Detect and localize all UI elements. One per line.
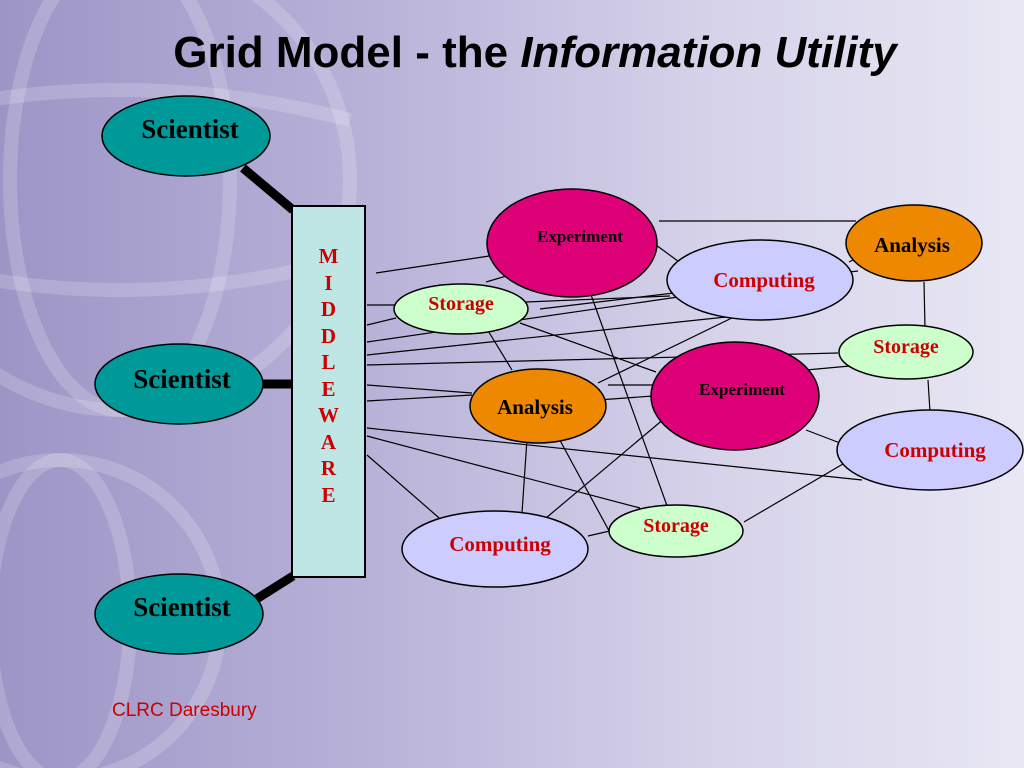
link <box>366 384 473 394</box>
link <box>521 438 528 514</box>
link <box>555 432 615 541</box>
link <box>366 454 447 525</box>
link <box>927 379 931 413</box>
storage-left-label: Storage <box>428 293 494 315</box>
middleware-letter: E <box>321 482 336 507</box>
node-storage-bottom: Storage <box>608 504 744 558</box>
node-experiment-top: Experiment <box>486 188 658 298</box>
node-storage-left: Storage <box>393 283 529 335</box>
middleware-letter: A <box>320 429 337 454</box>
node-storage-right: Storage <box>838 324 974 380</box>
connector-scientist-top <box>240 164 296 214</box>
network-links <box>366 220 931 541</box>
link <box>486 328 513 371</box>
experiment-mid-label: Experiment <box>699 380 785 399</box>
node-computing-right: Computing <box>836 409 1024 491</box>
computing-bottom-label: Computing <box>449 532 551 556</box>
link <box>743 453 861 523</box>
node-experiment-mid: Experiment <box>650 341 820 451</box>
middleware-label: M I D D L E W A R E <box>293 243 364 508</box>
link <box>366 435 641 509</box>
storage-right-label: Storage <box>873 336 939 358</box>
link <box>597 395 654 401</box>
storage-bottom-label: Storage <box>643 515 709 537</box>
node-scientist-mid: Scientist <box>94 343 264 425</box>
footer-text: CLRC Daresbury <box>112 700 257 721</box>
link <box>366 427 863 481</box>
link <box>597 314 739 384</box>
link <box>923 281 926 329</box>
scientist-top-label: Scientist <box>141 114 239 144</box>
middleware-letter: R <box>320 456 337 480</box>
middleware-letter: I <box>324 270 333 295</box>
node-scientist-bottom: Scientist <box>94 573 264 655</box>
link <box>375 254 497 274</box>
link <box>525 295 671 303</box>
link <box>519 322 657 373</box>
link <box>805 365 851 371</box>
middleware-letter: D <box>320 297 337 321</box>
experiment-top-label: Experiment <box>537 227 623 246</box>
link <box>589 291 671 515</box>
node-computing-bottom: Computing <box>401 510 589 588</box>
slide-title: Grid Model - the Information Utility <box>0 28 1024 78</box>
middleware-letter: D <box>320 323 337 348</box>
computing-top-label: Computing <box>713 268 815 292</box>
title-main: Grid Model - the <box>173 28 521 77</box>
link <box>366 394 473 402</box>
middleware-letter: M <box>318 244 339 268</box>
node-computing-top: Computing <box>666 239 854 321</box>
node-analysis-center: Analysis <box>469 368 607 444</box>
link <box>366 314 746 356</box>
scientist-mid-label: Scientist <box>133 364 231 394</box>
link <box>805 429 841 444</box>
analysis-center-label: Analysis <box>497 395 573 419</box>
node-analysis-top-right: Analysis <box>845 204 983 282</box>
scientist-connectors <box>240 164 296 604</box>
title-italic: Information Utility <box>520 28 897 77</box>
scientist-bottom-label: Scientist <box>133 592 231 622</box>
link <box>545 417 666 519</box>
analysis-top-right-label: Analysis <box>874 233 950 257</box>
middleware-letter: W <box>318 403 339 427</box>
link <box>366 317 397 326</box>
connector-scientist-bottom <box>252 572 296 604</box>
middleware-letter: L <box>321 350 336 374</box>
middleware-box: M I D D L E W A R E <box>291 205 366 578</box>
middleware-letter: E <box>321 376 336 401</box>
computing-right-label: Computing <box>884 438 986 462</box>
node-scientist-top: Scientist <box>101 95 271 177</box>
